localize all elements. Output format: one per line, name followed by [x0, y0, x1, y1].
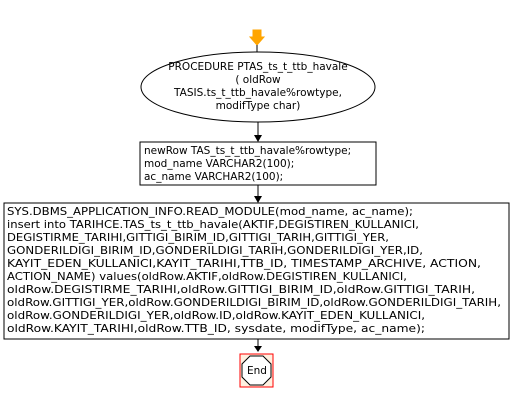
body-line-6: ACTION_NAME) values(oldRow.AKTIF,oldRow.… — [7, 271, 407, 283]
body-line-7: oldRow.DEGISTIRME_TARIHI,oldRow.GITTIGI_… — [7, 284, 475, 296]
arrowhead-declare — [254, 135, 262, 142]
declare-node — [139, 141, 377, 186]
body-line-2: insert into TARIHCE.TAS_ts_t_ttb_havale(… — [7, 219, 419, 231]
procedure-line-1: PROCEDURE PTAS_ts_t_ttb_havale — [168, 61, 347, 73]
body-line-8: oldRow.GITTIGI_YER,oldRow.GONDERILDIGI_B… — [7, 297, 501, 309]
arrowhead-end — [254, 346, 262, 352]
body-line-3: DEGISTIRME_TARIHI,GITTIGI_BIRIM_ID,GITTI… — [7, 232, 389, 244]
declare-line-1: newRow TAS_ts_t_ttb_havale%rowtype; — [144, 145, 351, 157]
body-node — [3, 202, 510, 340]
declare-line-3: ac_name VARCHAR2(100); — [144, 171, 283, 183]
end-node — [241, 355, 272, 386]
body-line-10: oldRow.KAYIT_TARIHI,oldRow.TTB_ID, sysda… — [7, 323, 425, 335]
body-line-1: SYS.DBMS_APPLICATION_INFO.READ_MODULE(mo… — [7, 206, 413, 218]
declare-line-2: mod_name VARCHAR2(100); — [144, 158, 294, 170]
body-line-9: oldRow.GONDERILDIGI_YER,oldRow.ID,oldRow… — [7, 310, 425, 322]
start-marker-icon — [248, 29, 266, 46]
procedure-line-2: ( oldRow — [235, 74, 281, 86]
body-line-5: KAYIT_EDEN_KULLANICI,KAYIT_TARIHI,TTB_ID… — [7, 258, 481, 270]
body-line-4: GONDERILDIGI_BIRIM_ID,GONDERILDIGI_TARIH… — [7, 245, 423, 257]
end-label: End — [247, 365, 267, 377]
arrowhead-body — [254, 196, 262, 203]
procedure-line-3: TASIS.ts_t_ttb_havale%rowtype, — [173, 87, 342, 99]
procedure-line-4: modifType char) — [216, 100, 301, 112]
